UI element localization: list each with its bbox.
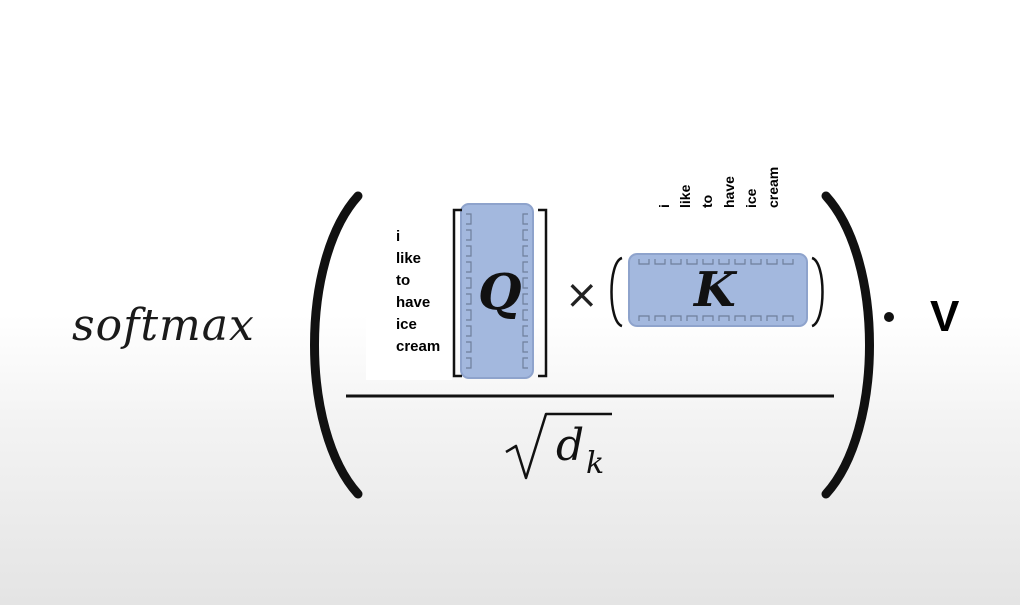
query-right-bracket [538,208,548,378]
query-symbol: Q [478,262,522,321]
denominator-subscript-k: k [586,446,605,481]
denominator-d: d [556,420,585,471]
value-label: V [930,292,960,341]
key-matrix-ticks [638,259,794,321]
key-token: ice [743,188,759,208]
key-token: to [699,194,715,208]
query-token: like [396,250,422,267]
key-token: have [721,176,737,208]
query-matrix [460,203,534,379]
key-left-bracket [610,256,623,328]
dot-operator [884,312,894,322]
left-parenthesis [310,191,363,499]
query-token: to [396,272,411,289]
query-token: have [396,294,431,311]
key-symbol: K [694,262,736,318]
softmax-label: softmax [72,300,255,351]
right-parenthesis [821,191,874,499]
query-left-bracket [452,208,462,378]
query-token: cream [396,338,441,355]
query-token: ice [396,316,417,333]
query-token-list: i like to have ice cream [366,222,452,380]
key-token: i [656,204,672,208]
key-token: cream [765,166,781,208]
times-sign: × [565,272,599,318]
query-matrix-ticks [466,213,528,369]
query-token: i [396,228,401,245]
key-matrix [628,253,808,327]
square-root-sign [505,412,612,480]
key-token-list: i like to have ice cream [640,148,782,238]
key-token: like [677,184,693,208]
key-right-bracket [811,256,824,328]
